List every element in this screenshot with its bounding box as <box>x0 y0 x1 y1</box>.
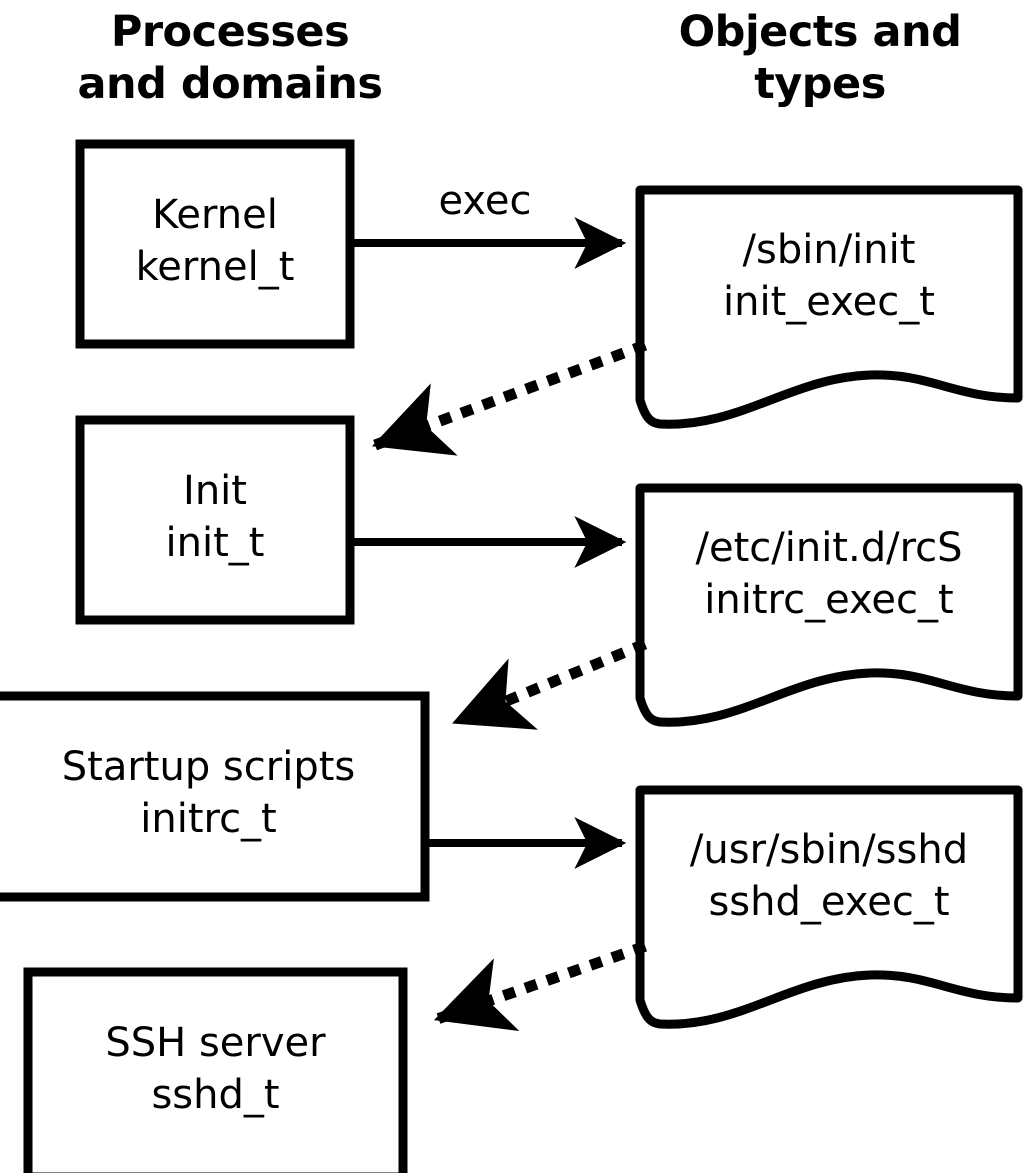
object-doc-init-exec[interactable] <box>635 185 1023 429</box>
object-doc-initrc-exec[interactable] <box>635 483 1023 727</box>
edge-initrc-exec-to-initrc <box>450 638 648 730</box>
process-box-kernel[interactable] <box>75 139 355 349</box>
object-doc-sshd-exec[interactable] <box>635 785 1023 1029</box>
process-box-init[interactable] <box>75 415 355 625</box>
edge-init-exec-to-init <box>370 339 648 456</box>
process-box-initrc[interactable] <box>0 691 430 902</box>
process-box-sshd[interactable] <box>23 967 408 1173</box>
column-header-processes: Processes and domains <box>77 7 383 109</box>
column-header-objects: Objects and types <box>678 7 962 109</box>
edge-sshd-exec-to-sshd <box>432 940 648 1032</box>
edge-label-exec: exec <box>438 178 532 224</box>
